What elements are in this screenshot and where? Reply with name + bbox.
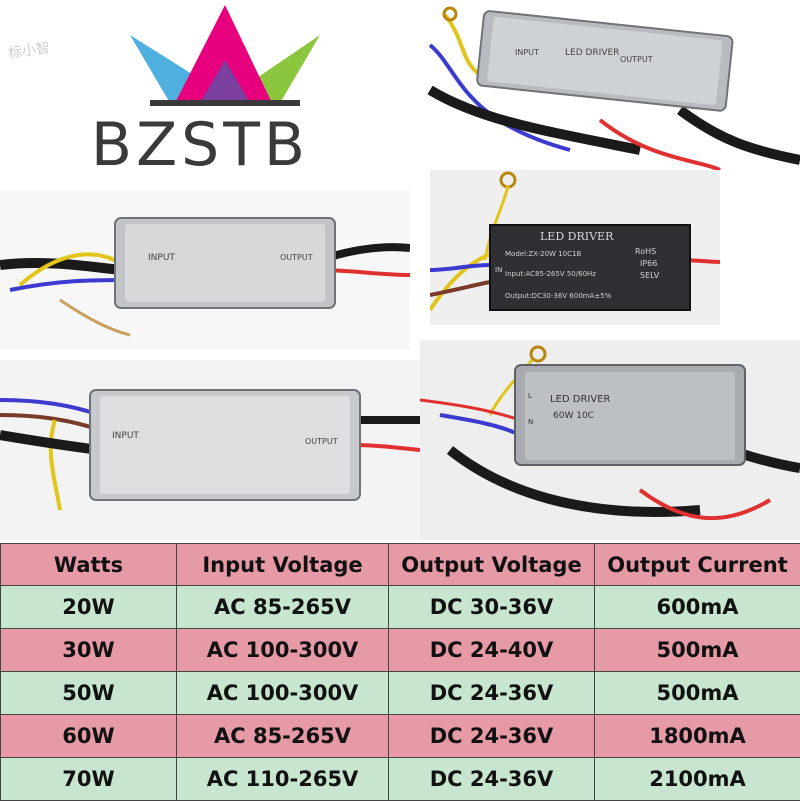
photo-3-mark-2: SELV [640,271,660,280]
cell-output-current: 1800mA [595,715,800,758]
crown-base-bar [150,100,300,106]
photo-1-label-1: LED DRIVER [565,48,619,58]
table-row: 60W AC 85-265V DC 24-36V 1800mA [1,715,800,758]
photo-2-label-0: INPUT [148,253,175,263]
cell-input-voltage: AC 100-300V [177,629,389,672]
photo-3-output: Output:DC30-36V 600mA±5% [505,292,612,300]
photo-2-label-1: OUTPUT [280,253,313,262]
product-photo-4: INPUT OUTPUT [0,360,420,540]
header-output-current: Output Current [595,544,800,586]
cell-output-voltage: DC 30-36V [389,586,595,629]
header-input-voltage: Input Voltage [177,544,389,586]
photo-5-title: LED DRIVER [550,394,611,405]
photo-4-label-1: OUTPUT [305,437,338,446]
brand-name: BZSTB [50,110,350,180]
cell-input-voltage: AC 85-265V [177,715,389,758]
cell-output-voltage: DC 24-40V [389,629,595,672]
driver-photo-4-illustration: INPUT OUTPUT [0,360,420,540]
cell-output-voltage: DC 24-36V [389,715,595,758]
photo-5-sub: 60W 10C [553,411,594,421]
photo-5-mark-1: N [528,418,533,426]
driver-photo-2-illustration: INPUT OUTPUT [0,190,410,350]
cell-output-voltage: DC 24-36V [389,758,595,801]
header-watts: Watts [1,544,177,586]
cell-watts: 30W [1,629,177,672]
cell-watts: 50W [1,672,177,715]
cell-watts: 70W [1,758,177,801]
table-row: 30W AC 100-300V DC 24-40V 500mA [1,629,800,672]
product-photo-1: INPUT LED DRIVER OUTPUT [420,0,800,175]
photo-3-mark-1: IP66 [640,259,657,268]
table-header-row: Watts Input Voltage Output Voltage Outpu… [1,544,800,586]
driver-photo-1-illustration: INPUT LED DRIVER OUTPUT [420,0,800,175]
photo-3-model: Model:ZX-20W 10C1B [505,250,581,258]
photo-4-label-0: INPUT [112,431,139,441]
cell-watts: 20W [1,586,177,629]
cell-input-voltage: AC 110-265V [177,758,389,801]
cell-output-current: 2100mA [595,758,800,801]
photo-3-mark-0: RoHS [635,247,656,256]
table-row: 50W AC 100-300V DC 24-36V 500mA [1,672,800,715]
brand-logo: 标小智 BZSTB [0,0,400,190]
driver-photo-5-illustration: LED DRIVER 60W 10C L N [420,340,800,540]
photo-1-label-2: OUTPUT [620,55,653,64]
product-photo-2: INPUT OUTPUT [0,190,410,350]
table-row: 20W AC 85-265V DC 30-36V 600mA [1,586,800,629]
photo-3-in-label: IN [495,266,502,274]
cell-output-current: 500mA [595,629,800,672]
photo-3-input: Input:AC85-265V 50/60Hz [505,270,596,278]
cell-output-current: 500mA [595,672,800,715]
cell-watts: 60W [1,715,177,758]
cell-output-voltage: DC 24-36V [389,672,595,715]
cell-input-voltage: AC 100-300V [177,672,389,715]
photo-3-title: LED DRIVER [540,230,614,243]
table-row: 70W AC 110-265V DC 24-36V 2100mA [1,758,800,801]
photo-1-label-0: INPUT [515,48,539,57]
photo-5-mark-0: L [528,392,532,400]
cell-input-voltage: AC 85-265V [177,586,389,629]
product-photo-3: LED DRIVER Model:ZX-20W 10C1B Input:AC85… [430,170,720,325]
product-photo-5: LED DRIVER 60W 10C L N [420,340,800,540]
driver-photo-3-illustration: LED DRIVER Model:ZX-20W 10C1B Input:AC85… [430,170,720,325]
header-output-voltage: Output Voltage [389,544,595,586]
cell-output-current: 600mA [595,586,800,629]
spec-table: Watts Input Voltage Output Voltage Outpu… [0,543,800,801]
